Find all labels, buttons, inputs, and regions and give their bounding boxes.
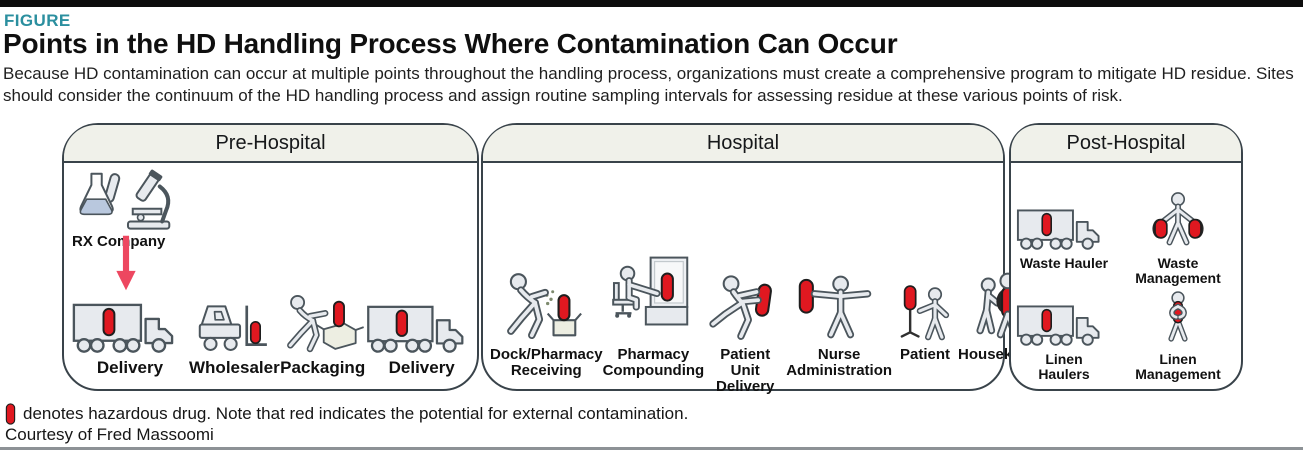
top-rule — [0, 0, 1303, 7]
step-label: Packaging — [280, 358, 366, 377]
panel-hospital-header: Hospital — [483, 125, 1003, 163]
step-label: Patient — [900, 346, 951, 363]
forklift-icon — [194, 303, 274, 354]
step-label: Delivery — [388, 358, 455, 377]
packing-box-icon — [280, 293, 366, 354]
figure-kicker: FIGURE — [4, 11, 71, 30]
step-dock-pharmacy-receiving: Dock/Pharmacy Receiving — [490, 270, 603, 379]
panel-pre-hospital-title: Pre-Hospital — [215, 131, 326, 154]
step-label: Nurse Administration — [786, 346, 893, 380]
delivery-truck-icon — [366, 303, 478, 354]
panel-post-hospital-header: Post-Hospital — [1011, 125, 1241, 163]
panel-pre-hospital-header: Pre-Hospital — [64, 125, 477, 163]
step-linen-haulers: Linen Haulers — [1013, 275, 1115, 386]
rx-company-block: RX Company — [72, 169, 176, 250]
step-label: Wholesaler — [189, 358, 280, 377]
legend-text: denotes hazardous drug. Note that red in… — [23, 404, 689, 423]
step-label: Delivery — [96, 358, 164, 377]
legend: denotes hazardous drug. Note that red in… — [5, 403, 688, 425]
flow-down-arrow-icon — [114, 234, 138, 292]
figure-title: Points in the HD Handling Process Where … — [3, 28, 898, 59]
panel-post-hospital: Post-Hospital Waste Hauler Waste Managem… — [1009, 123, 1243, 391]
delivery-truck-icon — [1016, 207, 1112, 251]
step-pharmacy-compounding: Pharmacy Compounding — [602, 256, 705, 380]
step-label: Linen Management — [1135, 351, 1221, 383]
step-patient-unit-delivery: Patient Unit Delivery — [704, 273, 786, 396]
compounding-hood-icon — [609, 256, 697, 342]
delivery-truck-icon — [71, 301, 189, 354]
flask-microscope-icon — [72, 169, 176, 231]
panel-hospital-title: Hospital — [706, 131, 780, 154]
nurse-administering-icon — [798, 275, 880, 342]
step-waste-management: Waste Management — [1117, 164, 1239, 286]
credit-line: Courtesy of Fred Massoomi — [5, 425, 214, 444]
panel-hospital-body: Dock/Pharmacy Receiving Pharmacy Compoun… — [483, 164, 1061, 396]
step-label: Dock/Pharmacy Receiving — [490, 346, 603, 380]
pre-hospital-items: Delivery Wholesaler Packaging Delivery — [71, 293, 470, 379]
step-label: Waste Management — [1135, 254, 1221, 286]
figure-description: Because HD contamination can occur at mu… — [3, 64, 1294, 105]
linen-bundle-person-icon — [1147, 291, 1209, 347]
hospital-items: Dock/Pharmacy Receiving Pharmacy Compoun… — [490, 256, 1061, 396]
step-label: Patient Unit Delivery — [716, 346, 775, 396]
panel-hospital: Hospital Dock/Pharmacy Receiving Pharmac… — [481, 123, 1061, 396]
step-patient: Patient — [892, 284, 958, 379]
step-packaging: Packaging — [280, 293, 366, 379]
step-nurse-administration: Nurse Administration — [786, 275, 892, 379]
panel-pre-hospital: Pre-Hospital RX Company Delivery Wholesa… — [62, 123, 479, 391]
bottom-rule — [0, 447, 1303, 450]
step-waste-hauler: Waste Hauler — [1013, 164, 1115, 275]
step-label: Waste Hauler — [1019, 254, 1109, 271]
delivery-truck-icon — [1016, 303, 1112, 347]
step-wholesaler: Wholesaler — [189, 303, 280, 379]
waste-bags-person-icon — [1145, 192, 1211, 251]
step-linen-management: Linen Management — [1117, 275, 1239, 386]
hd-pill-icon — [5, 403, 16, 425]
step-delivery-2: Delivery — [366, 303, 478, 379]
panel-pre-hospital-body: RX Company Delivery Wholesaler Packaging — [64, 164, 477, 389]
step-delivery-1: Delivery — [71, 301, 189, 379]
post-hospital-items: Waste Hauler Waste Management Linen Haul… — [1013, 164, 1239, 385]
step-label: Linen Haulers — [1038, 351, 1090, 383]
rx-company-label: RX Company — [72, 233, 166, 250]
carrying-drug-icon — [704, 273, 786, 342]
panel-post-hospital-title: Post-Hospital — [1066, 131, 1186, 154]
receiving-box-icon — [500, 270, 592, 342]
step-label: Pharmacy Compounding — [602, 346, 705, 380]
iv-pole-patient-icon — [892, 284, 958, 342]
